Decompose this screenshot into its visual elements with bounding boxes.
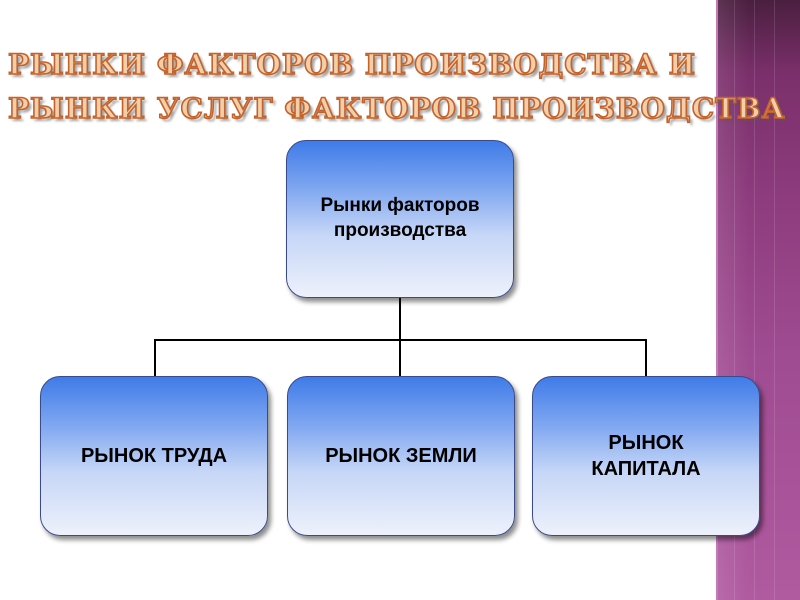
node-capital-market-label: РЫНОК КАПИТАЛА: [591, 432, 701, 480]
node-factor-markets-label: Рынки факторов производства: [320, 195, 480, 241]
node-labor-market: РЫНОК ТРУДА: [40, 376, 268, 536]
slide-title-line-1: РЫНКИ ФАКТОРОВ ПРОИЗВОДСТВА И: [7, 47, 697, 82]
node-labor-market-label: РЫНОК ТРУДА: [80, 445, 228, 467]
node-factor-markets: Рынки факторов производства: [286, 140, 514, 298]
node-land-market-label: РЫНОК ЗЕМЛИ: [325, 445, 477, 467]
node-capital-market: РЫНОК КАПИТАЛА: [532, 376, 760, 536]
slide-title-line-2: РЫНКИ УСЛУГ ФАКТОРОВ ПРОИЗВОДСТВА: [7, 91, 786, 126]
node-land-market: РЫНОК ЗЕМЛИ: [287, 376, 515, 536]
